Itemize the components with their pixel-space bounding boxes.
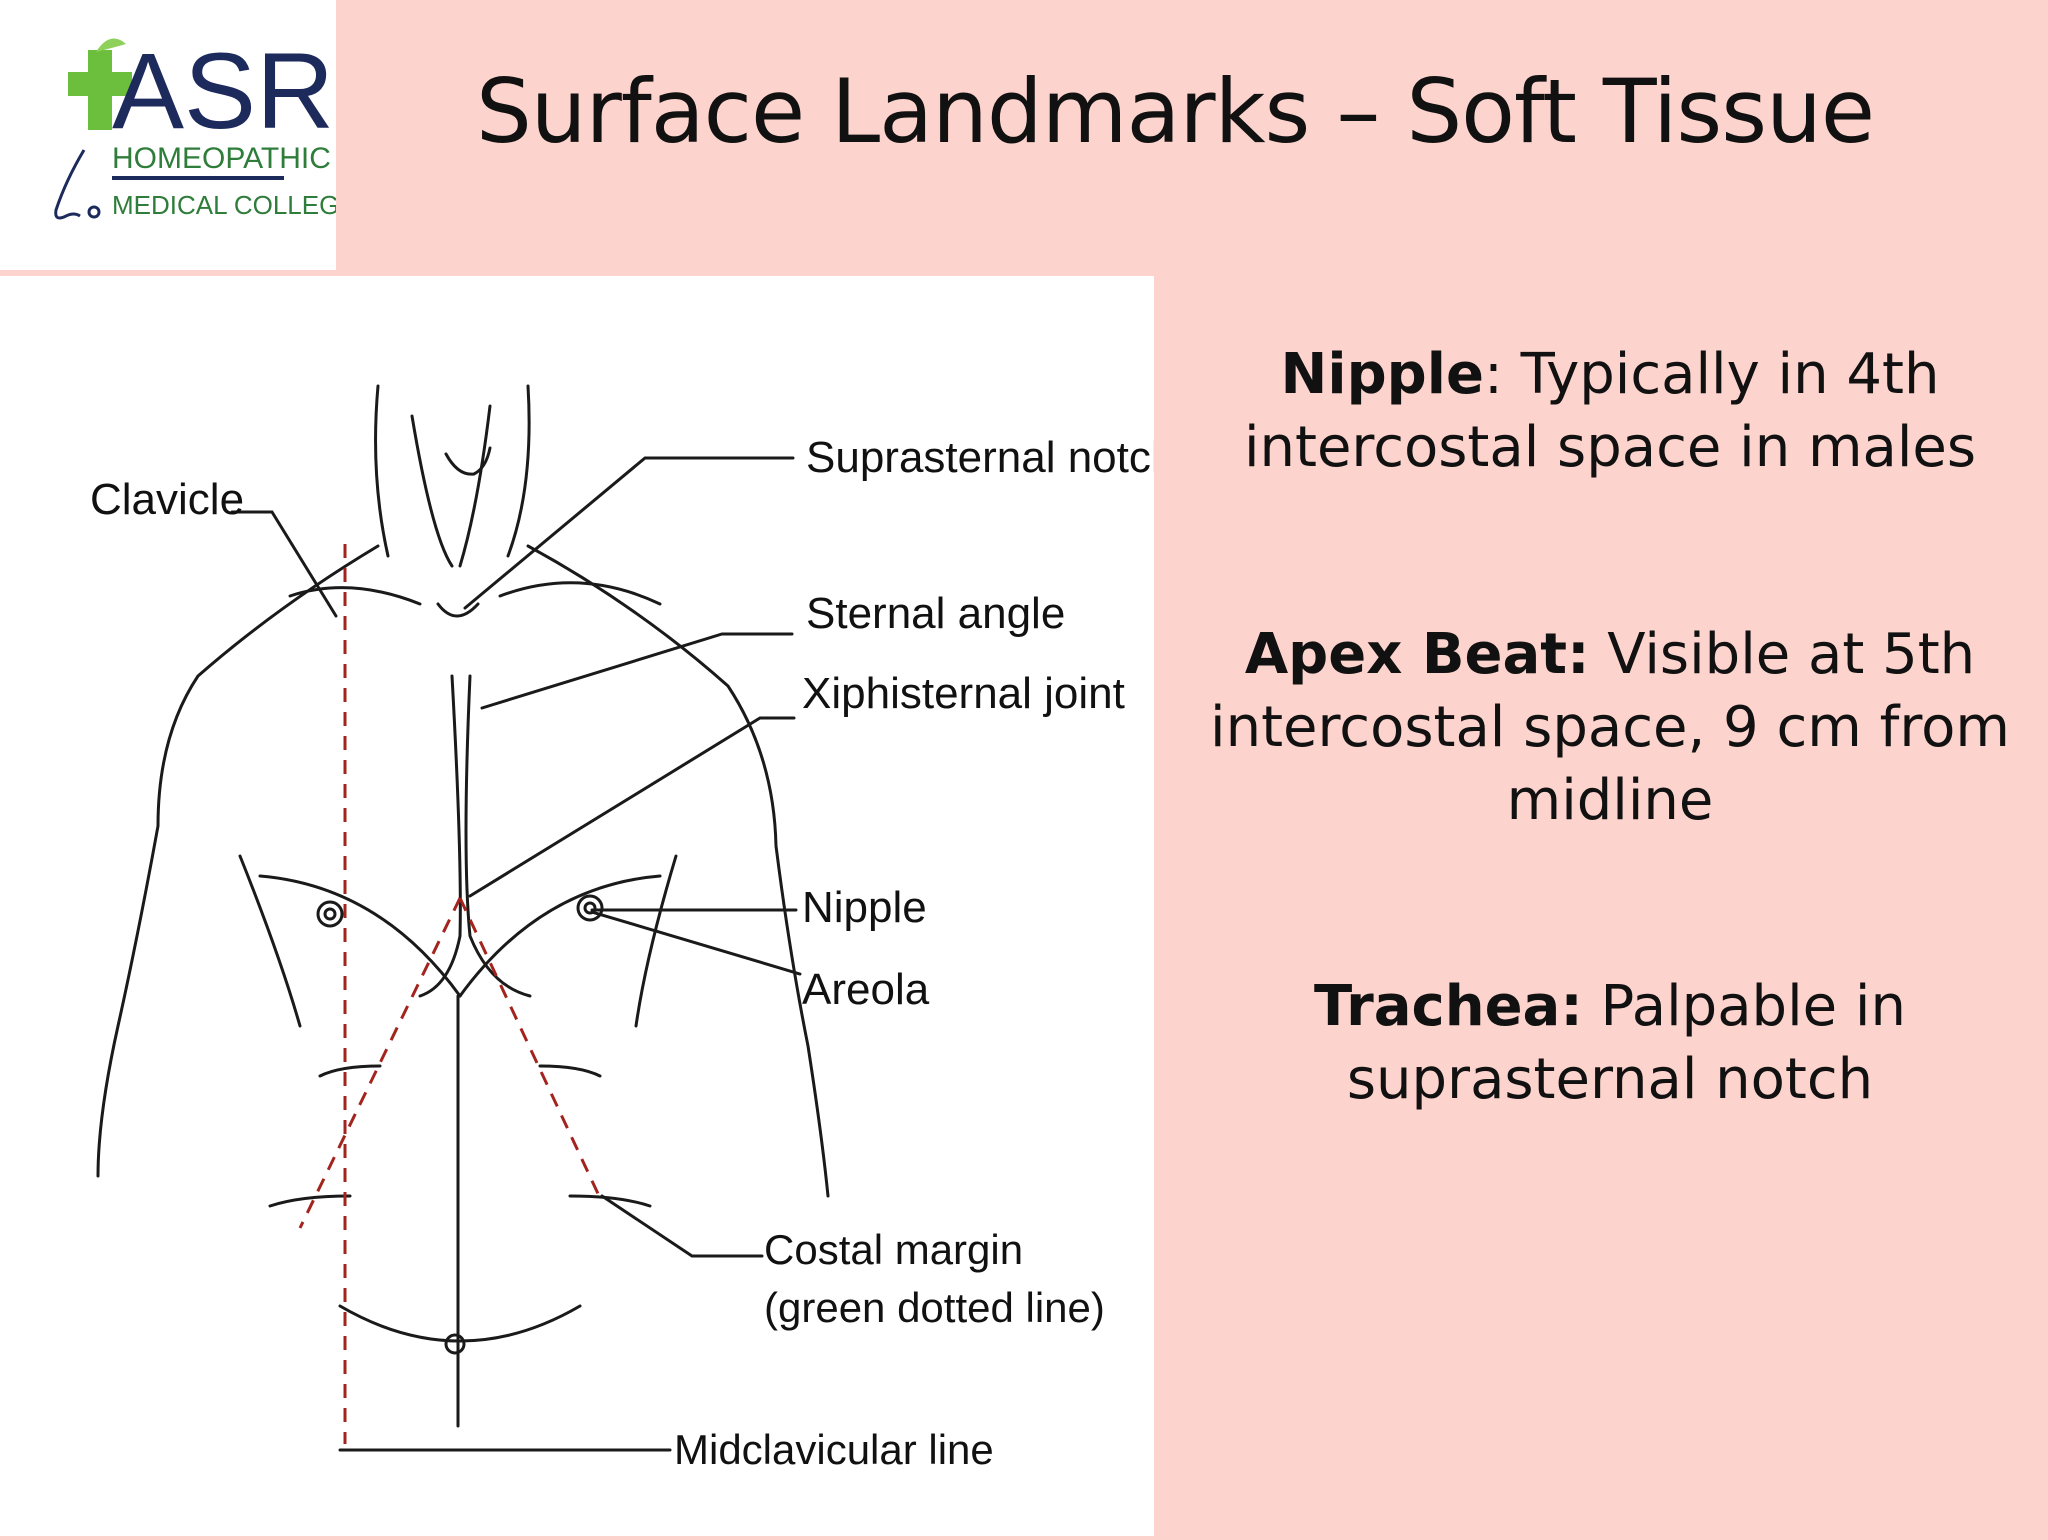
label-areola: Areola [802,965,930,1014]
logo: ASR HOMEOPATHIC MEDICAL COLLEGE [0,0,357,270]
bullet-nipple-text-1: Typically in 4th [1502,342,1940,407]
areola-leader [590,910,802,976]
logo-line1: HOMEOPATHIC [112,142,331,175]
bullet-trachea-term: Trachea: [1314,974,1583,1039]
label-costal-margin: Costal margin [764,1226,1023,1273]
stethoscope-icon [54,149,86,220]
cross-icon [68,38,132,130]
label-costal-margin-note: (green dotted line) [764,1284,1105,1331]
neck-outline-left [374,384,390,558]
right-shoulder-outline [526,544,830,1198]
bullet-apex-text-3: midline [1506,768,1714,833]
logo-line2: MEDICAL COLLEGE [112,190,336,220]
bullet-nipple-sep: : [1483,342,1503,407]
chest-illustration: Clavicle Suprasternal notch Sternal angl… [90,384,1175,1473]
bullet-apex-term: Apex Beat: [1244,622,1590,687]
bullet-nipple-term: Nipple [1280,342,1484,407]
bullet-trachea-text-1: Palpable in [1582,974,1906,1039]
anatomy-diagram: Clavicle Suprasternal notch Sternal angl… [0,276,1175,1536]
bullet-apex-text-1: Visible at 5th [1589,622,1976,687]
label-sternal-angle: Sternal angle [806,589,1065,638]
bullet-apex-text-2: intercostal space, 9 cm from [1210,695,2010,760]
bullet-nipple: Nipple: Typically in 4th intercostal spa… [1205,338,2015,484]
logo-graphic: ASR HOMEOPATHIC MEDICAL COLLEGE [54,30,357,220]
label-midclavicular-line: Midclavicular line [674,1426,994,1473]
sternal-angle-leader [480,632,794,710]
bullet-apex-beat: Apex Beat: Visible at 5th intercostal sp… [1205,618,2015,837]
suprasternal-notch-shape [436,602,480,618]
costal-margin-leader [600,1194,764,1258]
suprasternal-notch-leader [463,456,795,610]
left-shoulder-outline [96,544,380,1178]
neck-outline-right [506,384,531,558]
label-nipple: Nipple [802,883,927,932]
bullet-nipple-text-2: intercostal space in males [1243,415,1977,480]
label-clavicle: Clavicle [90,475,244,524]
clavicle-leader [230,510,338,618]
label-suprasternal-notch: Suprasternal notch [806,433,1154,482]
costal-margin-right [458,897,602,1199]
logo-brand: ASR [112,30,334,151]
label-xiphisternal-joint: Xiphisternal joint [802,669,1125,718]
bullet-trachea: Trachea: Palpable in suprasternal notch [1205,970,2015,1116]
xiphisternal-leader [468,716,796,898]
slide-title: Surface Landmarks – Soft Tissue [475,60,1875,163]
bullet-trachea-text-2: suprasternal notch [1346,1047,1874,1112]
costal-margin-left [298,897,462,1229]
